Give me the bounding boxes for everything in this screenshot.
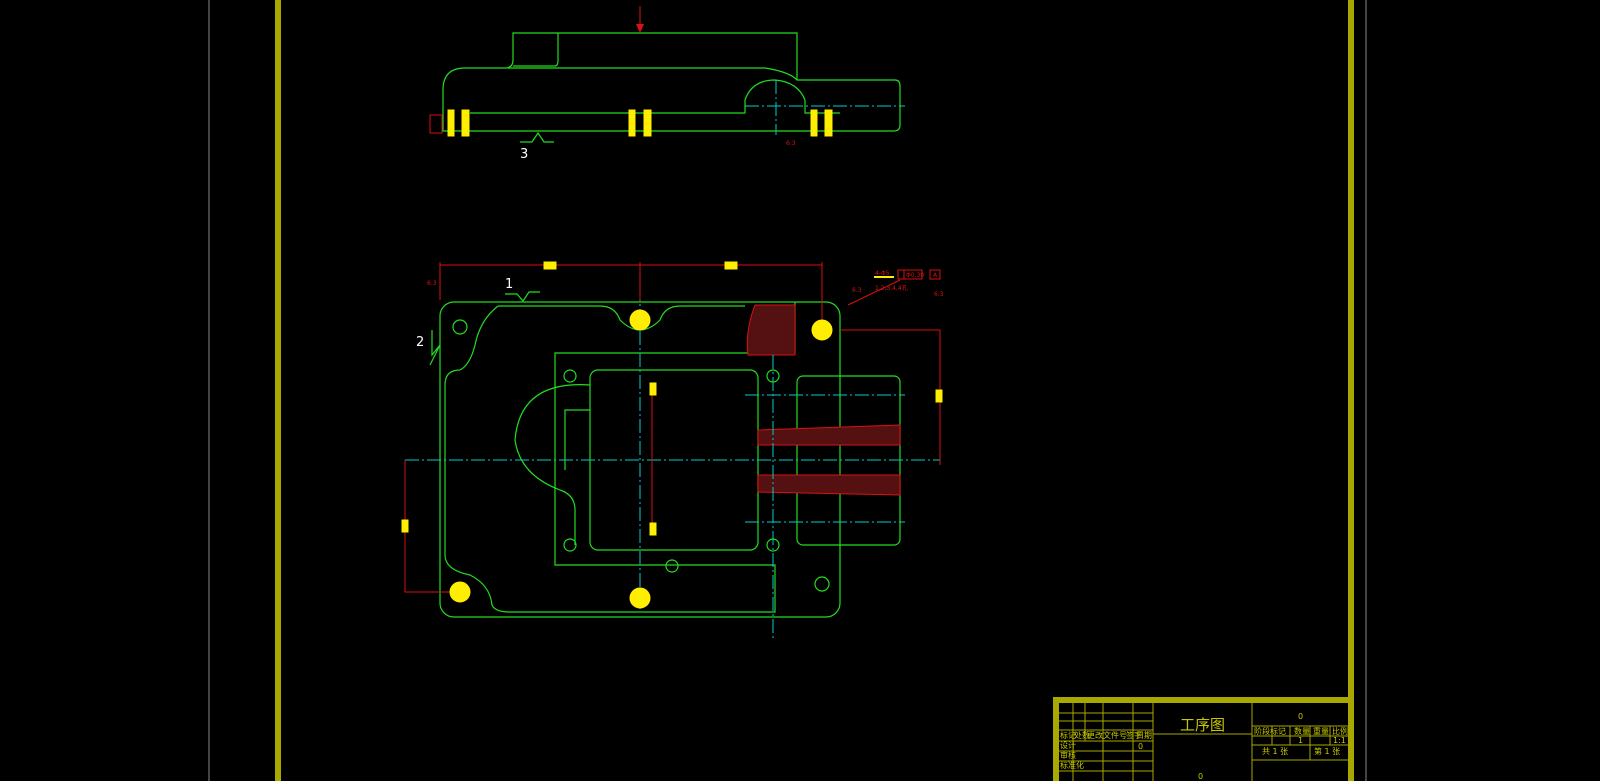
bottom-value: 0: [1198, 772, 1203, 781]
tolerance-frame: [897, 269, 905, 280]
hatched-section: [746, 304, 796, 356]
plan-inner-wall: [444, 302, 796, 613]
clamp-point: [449, 581, 471, 603]
clamp-point: [629, 587, 651, 609]
elevation-outline: [442, 32, 901, 132]
quantity-value: 1: [1298, 736, 1303, 745]
plan-centerlines: [405, 265, 940, 640]
inner-border-right: [1348, 0, 1354, 781]
drawing-text: 重量: [1313, 726, 1329, 736]
drawing-text: 标记: [1060, 730, 1076, 740]
title-block: 工序图 标记 处数 更改文件号 签字 日期 设计 审核 标准化 0 0 0 阶段…: [1053, 697, 1351, 781]
inner-border-left: [275, 0, 281, 781]
plan-arch: [514, 384, 591, 545]
clamp-block: [643, 109, 652, 137]
elevation-step: [508, 33, 798, 81]
drawing-text: 标准化: [1060, 760, 1084, 770]
clamp-block: [461, 109, 470, 137]
locating-symbol-1: [505, 291, 540, 302]
locating-symbol-3: [520, 131, 554, 143]
dimension-marker: [543, 261, 557, 270]
top-right-value: 0: [1298, 712, 1303, 721]
hatched-section: [757, 424, 901, 496]
drawing-text: 阶段标记: [1254, 726, 1286, 736]
bolt-holes: [452, 319, 830, 592]
clamp-block: [824, 109, 833, 137]
roughness-left: 6.3: [427, 280, 437, 287]
locating-symbol-2: [429, 330, 441, 366]
roughness-right: 6.3: [934, 291, 944, 298]
drawing-stroke: [814, 576, 830, 592]
hole-spec: 4-Φ5: [875, 270, 890, 277]
drawing-text: 设计: [1060, 740, 1076, 750]
arrow-head: [636, 24, 644, 33]
clamp-point: [629, 309, 651, 331]
dimension-marker: [649, 382, 657, 396]
leader-underline: [874, 276, 894, 278]
total-sheets: 共 1 张: [1262, 747, 1288, 756]
view-label-3: 3: [520, 147, 528, 162]
roughness-top: 6.3: [852, 287, 862, 294]
elevation-view: 3 6.3: [429, 6, 905, 162]
drawing-title: 工序图: [1180, 716, 1225, 734]
plan-view: 1 2 4-Φ5 1,2,3,4,4孔 Φ0.30 A 6.3 6.3 6.3: [401, 261, 944, 640]
clamp-point: [811, 319, 833, 341]
clamp-block: [810, 109, 818, 137]
tolerance-value: Φ0.30: [906, 272, 924, 279]
drawing-text: 数量: [1294, 726, 1310, 736]
dimension-marker: [724, 261, 738, 270]
clamp-block: [628, 109, 636, 137]
elevation-inner: [470, 79, 840, 114]
drawing-stroke: [665, 559, 679, 573]
drawing-stroke: [766, 369, 780, 383]
dimension-marker: [649, 522, 657, 536]
dimension-marker: [935, 389, 943, 403]
roughness-side: 6.3: [786, 140, 796, 147]
hatched-section: [429, 114, 443, 134]
scale-value: 1:1: [1333, 736, 1346, 745]
view-label-1: 1: [505, 277, 513, 292]
dimension-marker: [401, 519, 409, 533]
drawing-stroke: [1053, 697, 1351, 703]
view-label-2: 2: [416, 335, 424, 350]
elevation-centerline: [745, 80, 905, 135]
drawing-stroke: [452, 319, 468, 335]
design-value: 0: [1138, 742, 1143, 751]
tolerance-frame: [903, 269, 923, 280]
drawing-text: 比例: [1332, 726, 1348, 736]
datum-label: A: [933, 272, 938, 279]
drawing-stroke: [766, 538, 780, 552]
sheet-number: 第 1 张: [1314, 746, 1340, 756]
drawing-stroke: [1053, 697, 1059, 781]
hole-note: 1,2,3,4,4孔: [875, 284, 908, 292]
drawing-text: 审核: [1060, 750, 1076, 760]
drawing-stroke: [1059, 703, 1348, 781]
drawing-stroke: [563, 369, 577, 383]
clamp-block: [447, 109, 455, 137]
drawing-text: 签字: [1126, 730, 1142, 740]
drawing-stroke: [563, 538, 577, 552]
drawing-text: 日期: [1136, 731, 1152, 740]
drawing-text: 处数: [1074, 730, 1090, 740]
datum-frame: [929, 269, 941, 280]
drawing-text: 更改文件号: [1087, 730, 1127, 740]
